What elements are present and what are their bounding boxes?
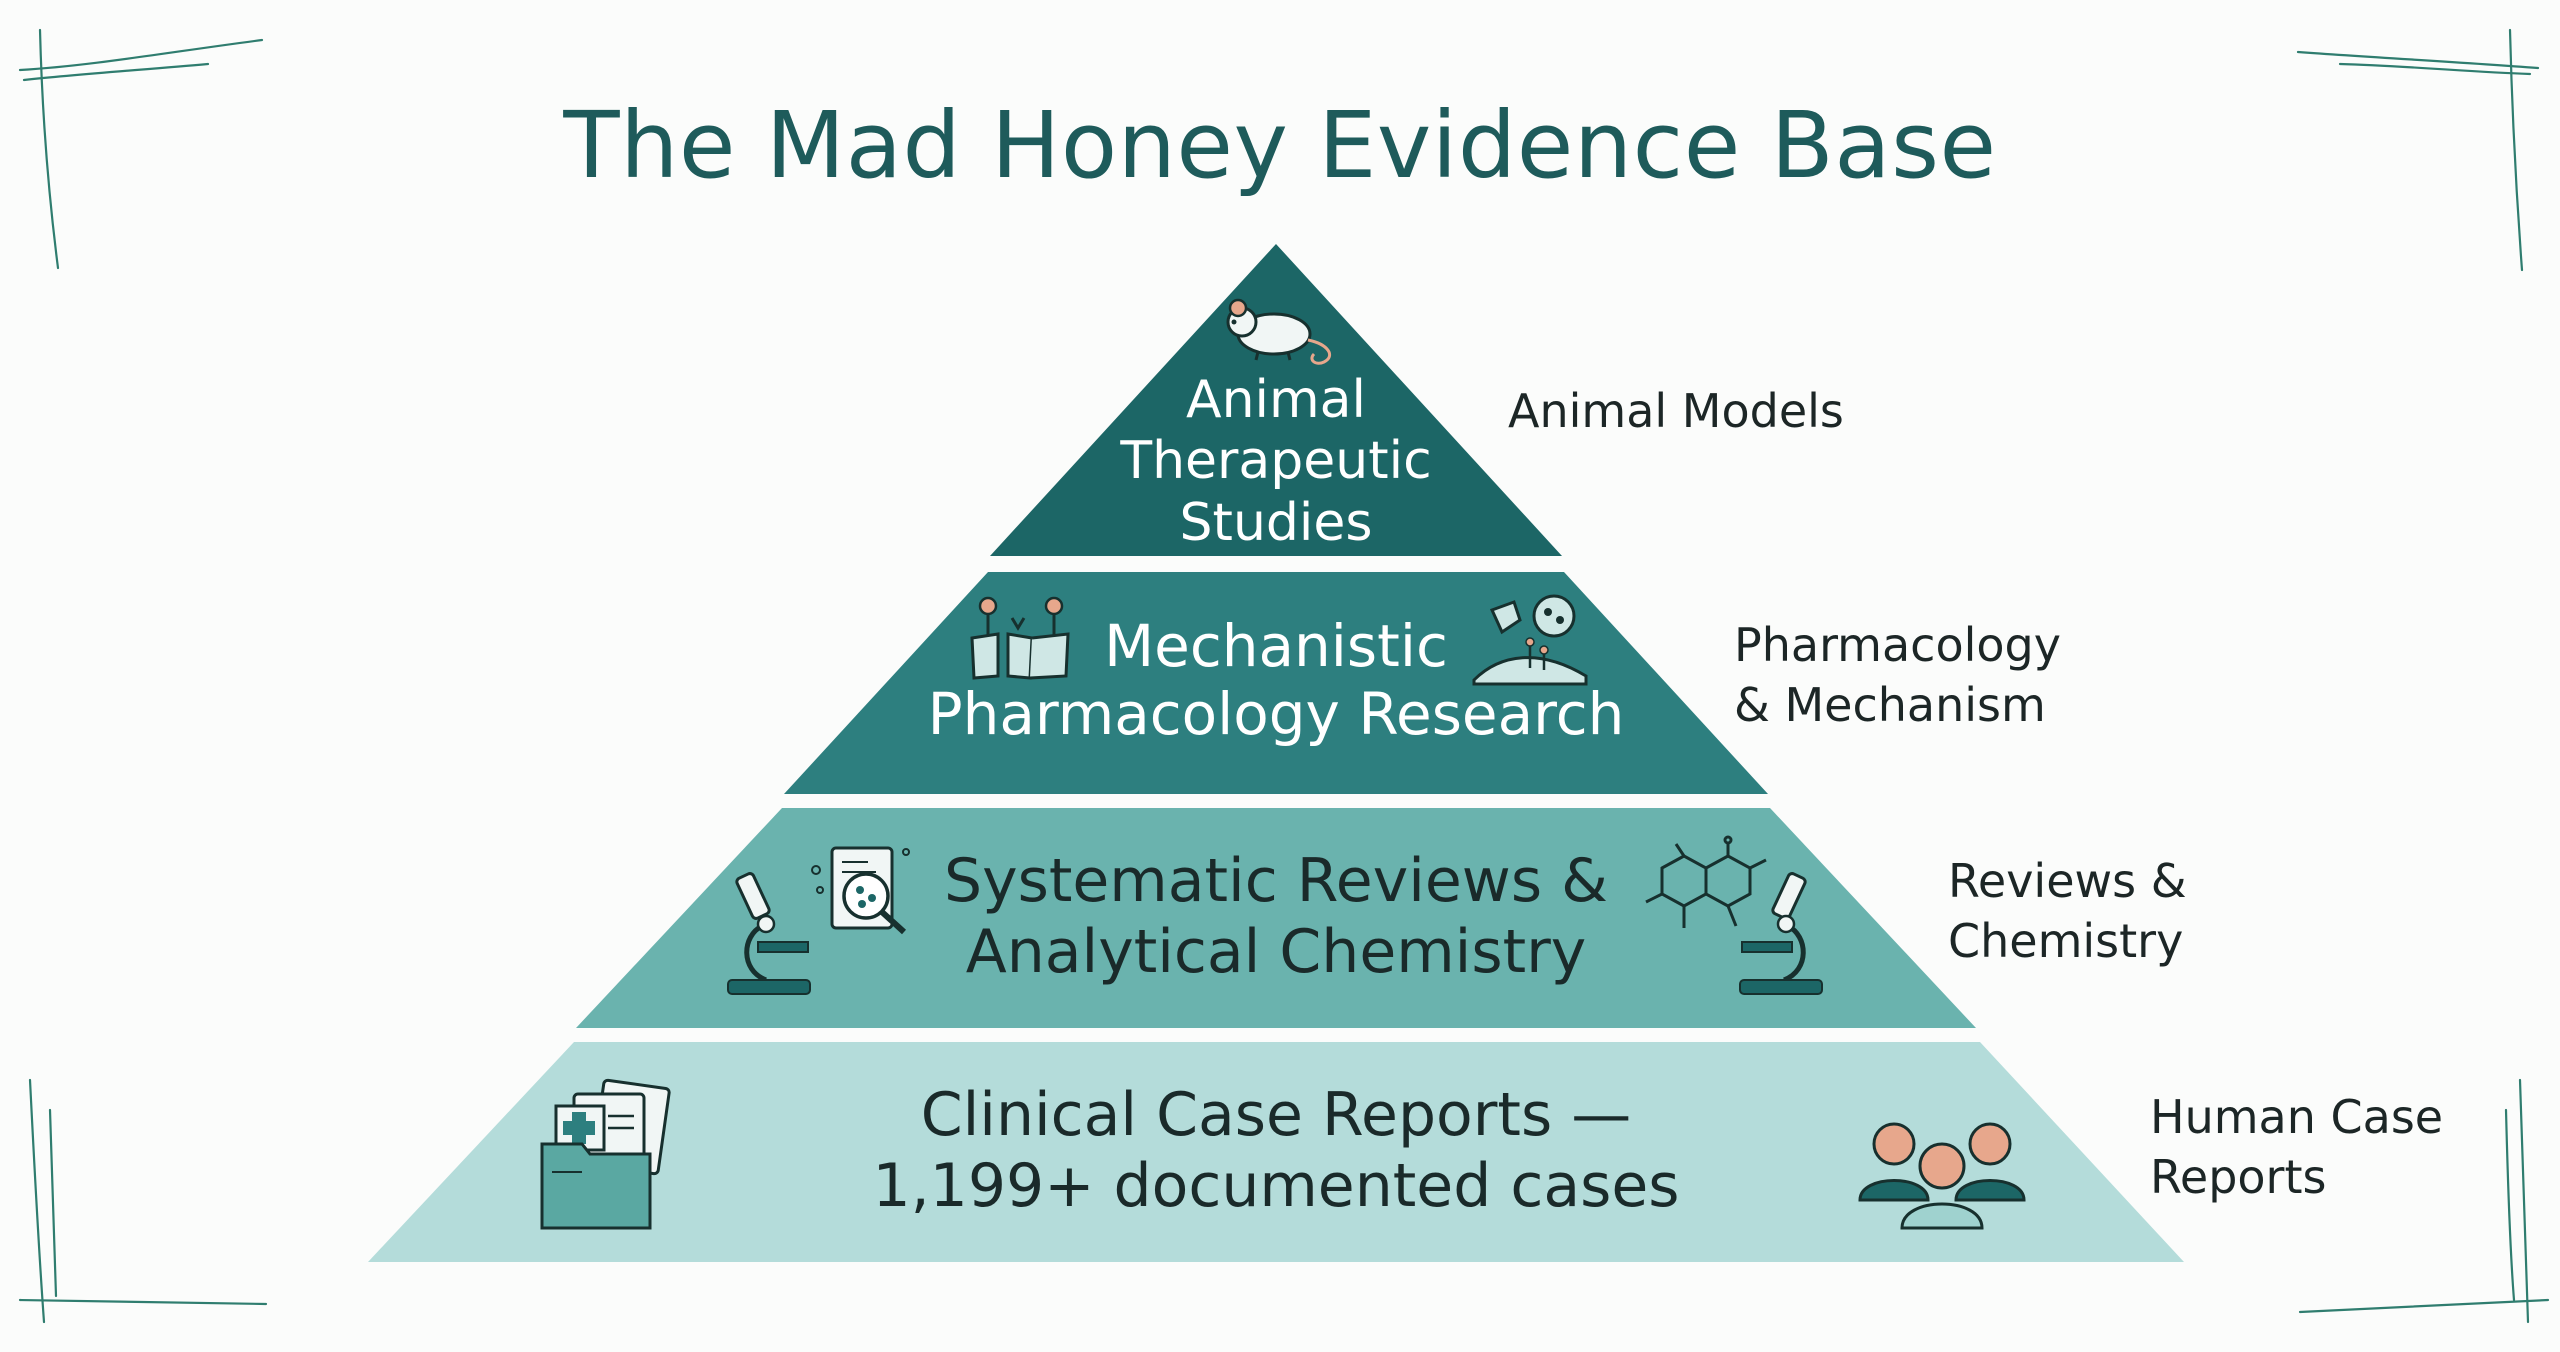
tier-animal-line-1: Animal (1186, 370, 1366, 430)
tier-clinical-label: Clinical Case Reports — 1,199+ documente… (826, 1080, 1726, 1222)
medical-folder-icon (540, 1078, 671, 1230)
frame-bottom-right (2298, 1078, 2550, 1324)
corner-frame-lines (18, 28, 2550, 1324)
side-label-clinical: Human Case Reports (2150, 1088, 2443, 1208)
side-label-animal-line-1: Animal Models (1508, 384, 1844, 438)
frame-top-right (2296, 28, 2540, 272)
side-label-mechanistic-line-1: Pharmacology (1734, 618, 2061, 672)
tier-animal-band (990, 244, 1562, 556)
tier-animal-line-3: Studies (1179, 492, 1373, 553)
tier-systematic-label: Systematic Reviews & Analytical Chemistr… (876, 846, 1676, 988)
tier-systematic-line-1: Systematic Reviews & (944, 846, 1608, 916)
side-label-clinical-line-2: Reports (2150, 1149, 2327, 1204)
tier-clinical-line-2: 1,199+ documented cases (872, 1150, 1680, 1221)
microscope-icon (727, 872, 811, 995)
tier-mechanistic-label: Mechanistic Pharmacology Research (876, 612, 1676, 749)
side-label-animal: Animal Models (1508, 382, 1844, 442)
receptor-icon (970, 596, 1070, 680)
tier-systematic-band (576, 808, 1976, 1028)
microscope-icon (1739, 872, 1823, 995)
side-label-systematic-line-1: Reviews & (1948, 854, 2187, 908)
tier-animal-line-2: Therapeutic (1120, 431, 1432, 492)
side-label-systematic-line-2: Chemistry (1948, 913, 2184, 968)
people-group-icon (1858, 1122, 2026, 1230)
frame-top-left (18, 28, 264, 270)
tier-mechanistic-line-2: Pharmacology Research (927, 680, 1625, 749)
tier-animal-label: Animal Therapeutic Studies (1076, 370, 1476, 554)
side-label-mechanistic: Pharmacology & Mechanism (1734, 616, 2061, 736)
tier-systematic-line-2: Analytical Chemistry (965, 916, 1587, 987)
document-search-icon (811, 846, 910, 935)
tier-mechanistic-line-1: Mechanistic (1104, 612, 1448, 680)
frame-bottom-left (18, 1078, 268, 1324)
page-title: The Mad Honey Evidence Base (563, 92, 1997, 199)
tier-clinical-line-1: Clinical Case Reports — (920, 1080, 1632, 1150)
side-label-clinical-line-1: Human Case (2150, 1090, 2444, 1144)
chemical-structure-icon (1645, 835, 1767, 928)
side-label-systematic: Reviews & Chemistry (1948, 852, 2187, 972)
tier-mechanistic-band (784, 572, 1768, 794)
mouse-icon (1226, 298, 1331, 365)
side-label-mechanistic-line-2: & Mechanism (1734, 677, 2046, 732)
tier-clinical-band (368, 1042, 2184, 1262)
molecule-binding-icon (1472, 594, 1588, 686)
